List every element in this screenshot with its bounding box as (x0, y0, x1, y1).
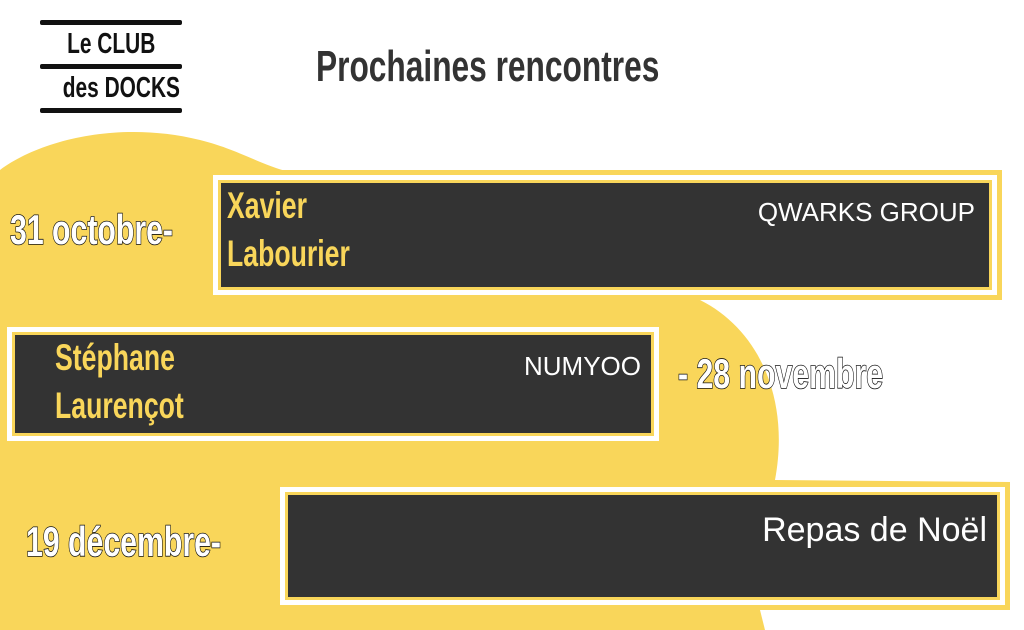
event-card: Xavier Labourier QWARKS GROUP (208, 170, 1002, 300)
club-logo: Le CLUB des DOCKS (40, 20, 182, 113)
company-name: QWARKS GROUP (757, 197, 975, 227)
page-title: Prochaines rencontres (316, 42, 660, 91)
event-date: 31 octobre- (9, 205, 174, 254)
logo-line-1: Le CLUB (66, 28, 156, 60)
event-date: - 28 novembre (677, 349, 884, 398)
event-title: Repas de Noël (762, 511, 987, 549)
event-card: Stéphane Laurençot NUMYOO (2, 322, 664, 446)
company-name: NUMYOO (524, 351, 641, 381)
logo-line-2: des DOCKS (62, 72, 180, 104)
event-card: Repas de Noël (275, 482, 1010, 610)
speaker-last-name: Laurençot (55, 385, 184, 426)
event-date: 19 décembre- (25, 517, 221, 566)
speaker-first-name: Xavier (227, 185, 307, 226)
speaker-first-name: Stéphane (55, 337, 175, 378)
speaker-last-name: Labourier (227, 233, 350, 274)
